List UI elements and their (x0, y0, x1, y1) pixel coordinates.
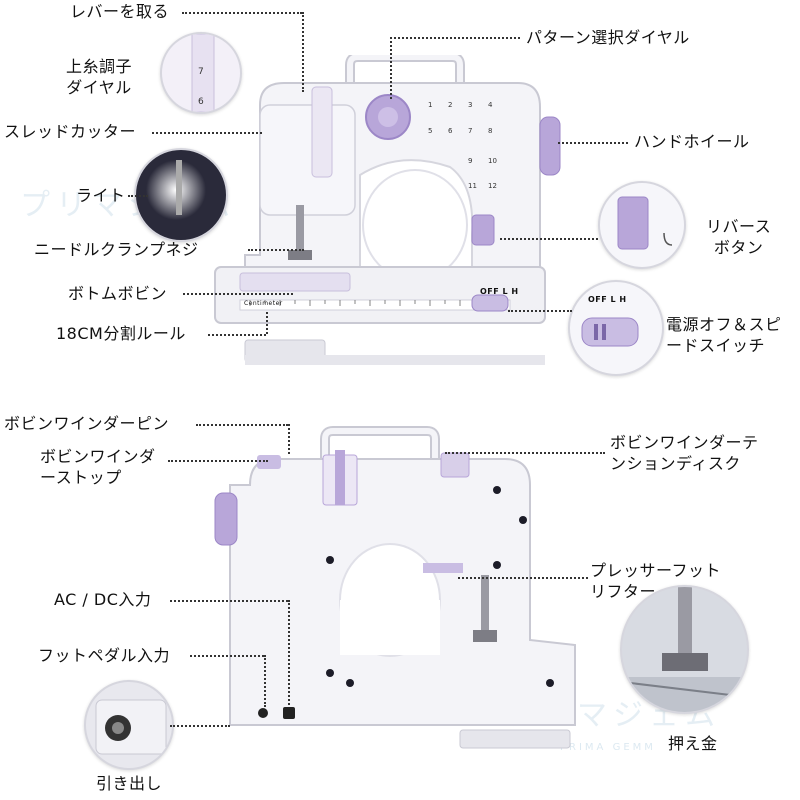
presser-foot-zoom (620, 585, 749, 714)
label-reverse-line1: リバース (706, 217, 772, 236)
label-winder-stop: ボビンワインダ ーストップ (40, 446, 156, 488)
leader-foot-pedal-v (264, 655, 266, 707)
leader-reverse (500, 238, 598, 240)
label-presser-lifter-line2: リフター (590, 582, 657, 601)
label-power-switch-line2: ードスイッチ (666, 336, 766, 355)
svg-text:1: 1 (428, 101, 432, 109)
leader-handwheel (558, 142, 628, 144)
leader-tension-disk (445, 452, 605, 454)
svg-text:6: 6 (448, 127, 453, 135)
svg-text:8: 8 (488, 127, 492, 135)
label-winder-pin: ボビンワインダーピン (4, 414, 170, 433)
leader-cutter (152, 132, 262, 134)
leader-presser-lifter (458, 577, 588, 579)
sewing-machine-back (214, 426, 576, 749)
label-drawer: 引き出し (96, 774, 163, 793)
label-ac-dc: AC / DC入力 (54, 590, 152, 609)
svg-text:7: 7 (468, 127, 472, 135)
reverse-button-zoom (598, 181, 686, 269)
label-tension-disk-line1: ボビンワインダーテ (610, 433, 759, 452)
label-presser-foot: 押え金 (668, 734, 718, 753)
leader-power (508, 310, 572, 312)
svg-text:11: 11 (468, 182, 477, 190)
label-needle-clamp: ニードルクランプネジ (34, 240, 199, 259)
label-pattern-dial: パターン選択ダイヤル (526, 28, 690, 47)
svg-text:12: 12 (488, 182, 497, 190)
label-foot-pedal: フットペダル入力 (38, 646, 171, 665)
label-power-switch-line1: 電源オフ＆スピ (666, 315, 782, 334)
leader-pattern-v (390, 37, 392, 99)
leader-ruler-v (266, 312, 268, 334)
label-thread-tension-line2: ダイヤル (66, 78, 132, 97)
leader-pattern (390, 37, 520, 39)
leader-ruler (208, 334, 266, 336)
label-presser-lifter: プレッサーフット リフター (590, 560, 721, 602)
drawer-zoom (84, 680, 174, 770)
svg-text:5: 5 (428, 127, 432, 135)
label-thread-tension-line1: 上糸調子 (66, 57, 133, 76)
leader-winder-pin-v (288, 424, 290, 454)
label-reverse: リバース ボタン (706, 216, 771, 258)
leader-lever (182, 12, 302, 14)
leader-winder-stop (168, 460, 268, 462)
leader-light (128, 195, 148, 197)
label-reverse-line2: ボタン (713, 238, 764, 257)
leader-bobbin (183, 293, 293, 295)
leader-foot-pedal (190, 655, 264, 657)
label-ruler: 18CM分割ルール (56, 324, 186, 343)
switch-marking-front: OFF L H (480, 287, 519, 296)
label-winder-stop-line1: ボビンワインダ (40, 447, 156, 466)
leader-winder-pin (196, 424, 288, 426)
leader-needle-clamp (248, 249, 304, 251)
label-tension-disk: ボビンワインダーテ ンションディスク (610, 432, 759, 474)
label-bottom-bobbin: ボトムボビン (68, 284, 168, 303)
leader-drawer (170, 725, 230, 727)
label-handwheel: ハンドホイール (634, 132, 750, 151)
label-tension-disk-line2: ンションディスク (610, 454, 741, 473)
leader-lever-v (302, 12, 304, 92)
label-thread-cutter: スレッドカッター (4, 122, 137, 141)
svg-text:4: 4 (488, 101, 493, 109)
watermark-english: PRIMA GEMM (560, 742, 656, 753)
label-lever: レバーを取る (70, 2, 170, 21)
leader-ac-dc-v (288, 600, 290, 705)
svg-text:10: 10 (488, 157, 497, 165)
label-power-switch: 電源オフ＆スピ ードスイッチ (666, 314, 782, 356)
ruler-marking: Centimeter (244, 300, 283, 307)
svg-text:2: 2 (448, 101, 452, 109)
svg-text:7: 7 (198, 67, 204, 77)
label-light: ライト (76, 186, 126, 205)
leader-ac-dc (170, 600, 288, 602)
switch-marking-zoom: OFF L H (588, 295, 627, 304)
svg-text:6: 6 (198, 97, 204, 107)
label-presser-lifter-line1: プレッサーフット (590, 561, 722, 580)
svg-text:9: 9 (468, 157, 472, 165)
svg-text:3: 3 (468, 101, 472, 109)
label-winder-stop-line2: ーストップ (40, 468, 122, 487)
label-thread-tension: 上糸調子 ダイヤル (66, 56, 132, 98)
light-zoom (134, 148, 228, 242)
power-switch-zoom (568, 280, 664, 376)
